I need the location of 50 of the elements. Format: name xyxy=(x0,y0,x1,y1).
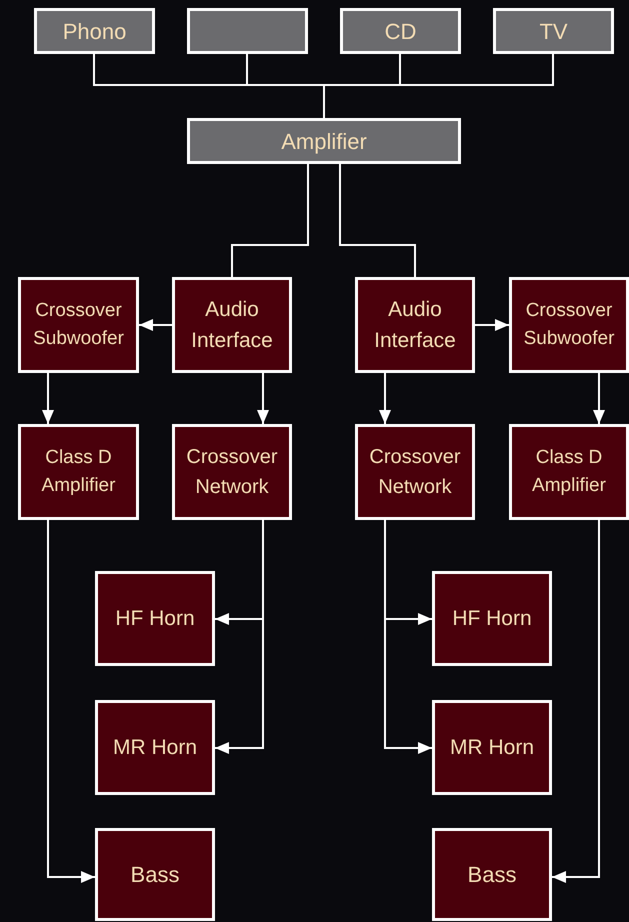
arrow xyxy=(139,319,172,331)
source-box xyxy=(493,8,614,54)
node-label: Phono xyxy=(62,18,126,46)
process-box xyxy=(432,700,552,795)
process-box xyxy=(509,424,629,520)
node-label: MR Horn xyxy=(450,734,534,761)
process-box xyxy=(18,424,139,520)
arrow xyxy=(552,520,600,883)
process-box xyxy=(172,424,292,520)
node-label: Bass xyxy=(130,861,180,889)
arrow xyxy=(475,319,509,331)
process-box xyxy=(172,277,292,373)
arrow xyxy=(384,520,432,754)
node-label: Crossover Network xyxy=(368,445,462,500)
process-box xyxy=(509,277,629,373)
source-box xyxy=(340,8,461,54)
node-label: HF Horn xyxy=(115,606,195,632)
node-label: Class D Amplifier xyxy=(40,446,116,498)
process-box xyxy=(432,828,552,921)
connector-line xyxy=(323,54,554,118)
process-box xyxy=(355,424,475,520)
node-label: Amplifier xyxy=(281,128,367,156)
arrow xyxy=(593,373,605,424)
node-label: CD xyxy=(384,18,416,46)
node-label: Class D Amplifier xyxy=(531,446,607,498)
arrow xyxy=(42,373,54,424)
process-box xyxy=(432,571,552,666)
arrow xyxy=(215,520,264,754)
node-label: Crossover Network xyxy=(185,445,279,500)
node-label: HF Horn xyxy=(452,606,532,632)
arrow xyxy=(257,373,269,424)
process-box xyxy=(95,571,215,666)
process-box xyxy=(95,700,215,795)
connector-line xyxy=(231,164,309,277)
node-label: Bass xyxy=(468,861,516,889)
source-box xyxy=(187,8,308,54)
process-box xyxy=(18,277,139,373)
process-box xyxy=(355,277,475,373)
arrow xyxy=(379,373,391,424)
node-label: MR Horn xyxy=(112,734,197,761)
node-label: TV xyxy=(539,18,568,46)
connector-line xyxy=(339,164,416,277)
node-label: Audio Interface xyxy=(190,296,274,354)
node-label: Audio Interface xyxy=(373,296,457,354)
source-box xyxy=(187,118,461,164)
source-box xyxy=(34,8,155,54)
process-box xyxy=(95,828,215,921)
arrow xyxy=(47,520,95,883)
node-label: Crossover Subwoofer xyxy=(522,298,616,351)
node-label: Crossover Subwoofer xyxy=(32,298,125,351)
